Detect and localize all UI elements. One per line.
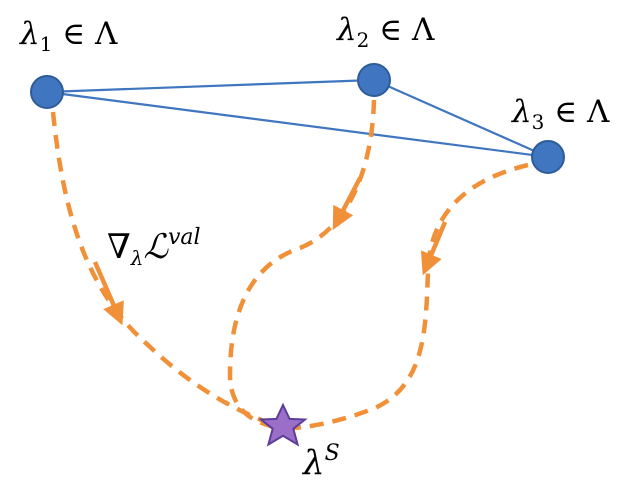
target-star-icon	[258, 402, 308, 447]
gradient-path-3	[289, 162, 529, 431]
edge-1-3	[46, 90, 549, 159]
node-label-2: λ2 ∈ Λ	[335, 12, 435, 52]
node-lambda-2	[357, 63, 391, 97]
gradient-label: ∇λℒval	[107, 225, 201, 270]
gradient-paths	[50, 99, 529, 431]
gradient-arrow-1	[92, 261, 124, 326]
gradient-arrow-3	[420, 221, 448, 276]
node-lambda-1	[30, 75, 64, 109]
target-label: λS	[301, 441, 340, 483]
gradient-path-1	[50, 111, 284, 431]
edge-2-3	[373, 78, 549, 159]
gradient-path-2	[227, 99, 377, 431]
node-label-3: λ3 ∈ Λ	[510, 94, 610, 134]
node-lambda-3	[531, 140, 565, 174]
edge-1-2	[46, 78, 375, 94]
gradient-arrow-2	[332, 176, 362, 230]
node-label-1: λ1 ∈ Λ	[18, 16, 118, 56]
